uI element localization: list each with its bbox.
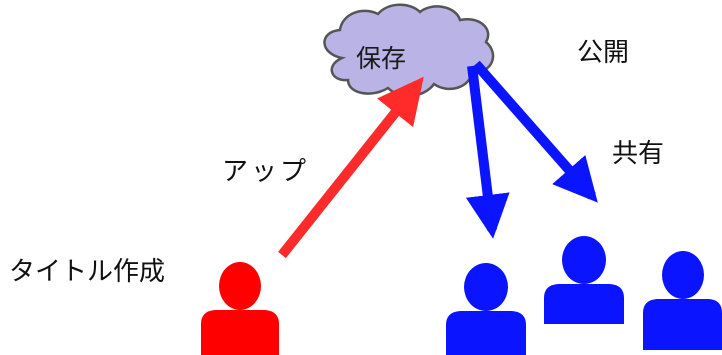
recipient-person-icon [446, 263, 526, 355]
create-title-label: タイトル作成 [9, 257, 166, 287]
upload-arrow [278, 76, 424, 259]
upload-label: アップ [222, 157, 310, 187]
share-label: 共有 [612, 139, 665, 169]
cloud-icon [323, 3, 495, 97]
share-arrow-right [472, 60, 598, 203]
share-arrow-left [465, 65, 510, 239]
publish-label: 公開 [577, 38, 630, 68]
recipient-person-icon [643, 251, 722, 350]
cloud-label: 保存 [356, 44, 407, 73]
recipient-person-icon [544, 236, 624, 324]
creator-person-icon [201, 262, 279, 355]
